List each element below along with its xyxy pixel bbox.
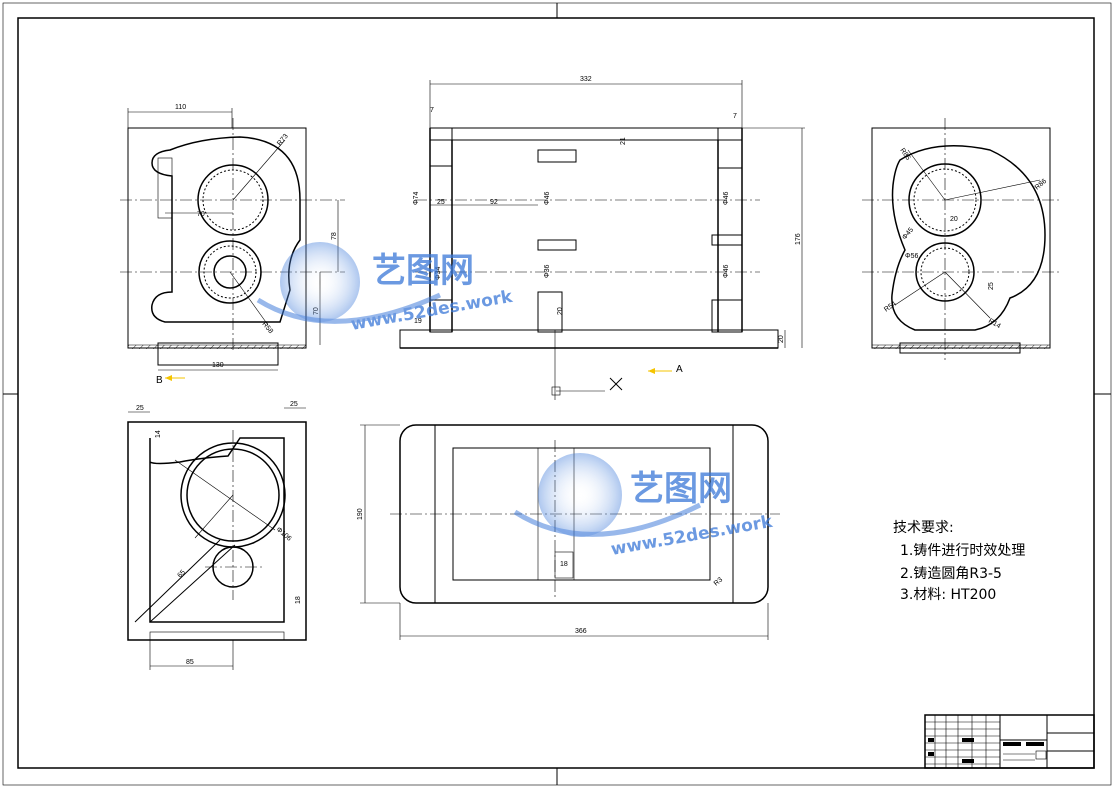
dim-side-25: 25 xyxy=(988,282,995,290)
dim-bl-25a: 25 xyxy=(136,405,144,412)
view-a-label: A xyxy=(676,364,683,375)
dim-sec-25: 25 xyxy=(437,199,445,206)
dim-front-small: 70 xyxy=(197,211,205,218)
dim-sec-d46c: Φ46 xyxy=(723,265,730,278)
dim-sec-20: 20 xyxy=(557,307,564,315)
watermark-cn-2: 艺图网 xyxy=(630,469,732,509)
dim-bl-18: 18 xyxy=(295,596,302,604)
dim-sec-base: 20 xyxy=(778,335,785,343)
watermark-globe-icon xyxy=(538,453,622,537)
front-view: 110 R73 78 70 70 R58 130 Φ34 xyxy=(120,104,442,371)
notes-item-3: 3.材料: HT200 xyxy=(900,587,996,603)
dim-front-base: 130 xyxy=(212,362,224,369)
watermark-url-1: www.52des.work xyxy=(349,287,514,335)
watermark-globe-icon xyxy=(280,242,360,322)
dim-side-20: 20 xyxy=(950,216,958,223)
watermark-2: 艺图网 www.52des.work xyxy=(513,453,775,560)
dim-sec-wall-l: 7 xyxy=(430,107,434,114)
side-view: R85 R86 20 Φ45 Φ56 R54 25 R14 xyxy=(862,118,1060,360)
view-b-label: B xyxy=(156,375,163,386)
dim-bl-85: 85 xyxy=(186,659,194,666)
dim-sec-d46b: Φ46 xyxy=(723,192,730,205)
watermark-url-2: www.52des.work xyxy=(609,512,774,560)
dim-sec-d36a: Φ36 xyxy=(544,265,551,278)
notes-item-1: 1.铸件进行时效处理 xyxy=(900,543,1025,559)
dim-top-190: 190 xyxy=(357,508,364,520)
section-view: 332 7 7 21 Φ74 25 92 Φ46 Φ46 Φ36 Φ46 19 … xyxy=(399,76,805,400)
dim-front-r58: R58 xyxy=(260,321,274,335)
dim-sec-d74: Φ74 xyxy=(413,192,420,205)
dim-sec-total: 332 xyxy=(580,76,592,83)
dim-side-r86: R86 xyxy=(1034,178,1048,192)
dim-top-r3: R3 xyxy=(713,576,724,587)
dim-front-r73: R73 xyxy=(276,133,290,147)
dim-bl-65: 65 xyxy=(176,569,187,580)
title-block xyxy=(924,714,1095,769)
dim-sec-d46a: Φ46 xyxy=(544,192,551,205)
view-a-marker: A xyxy=(648,364,683,375)
dim-sec-top: 21 xyxy=(620,137,627,145)
dim-top-366: 366 xyxy=(575,628,587,635)
dim-bl-25b: 25 xyxy=(290,401,298,408)
dim-side-r54: R54 xyxy=(883,300,898,313)
dim-side-d45: Φ45 xyxy=(901,226,915,241)
dim-sec-wall-r: 7 xyxy=(733,113,737,120)
dim-front-width: 110 xyxy=(175,104,186,111)
dim-bl-14: 14 xyxy=(155,430,162,438)
dim-side-r14: R14 xyxy=(987,318,1002,331)
dim-front-h: 78 xyxy=(331,232,338,240)
dim-sec-19: 19 xyxy=(414,318,422,325)
notes-heading: 技术要求: xyxy=(893,520,954,536)
bottom-section-view: 25 25 14 Φ106 65 85 18 xyxy=(127,401,307,670)
notes-item-2: 2.铸造圆角R3-5 xyxy=(900,566,1002,582)
view-b-marker: B xyxy=(156,375,185,386)
dim-front-d34: Φ34 xyxy=(435,267,442,280)
watermark-1: 艺图网 www.52des.work xyxy=(256,242,515,335)
dim-side-d56: Φ56 xyxy=(905,253,918,260)
watermark-cn-1: 艺图网 xyxy=(372,251,474,291)
technical-notes: 技术要求: 1.铸件进行时效处理 2.铸造圆角R3-5 3.材料: HT200 xyxy=(893,520,1025,603)
dim-top-18: 18 xyxy=(560,561,568,568)
dim-sec-92: 92 xyxy=(490,199,498,206)
dim-sec-height: 176 xyxy=(795,233,802,245)
